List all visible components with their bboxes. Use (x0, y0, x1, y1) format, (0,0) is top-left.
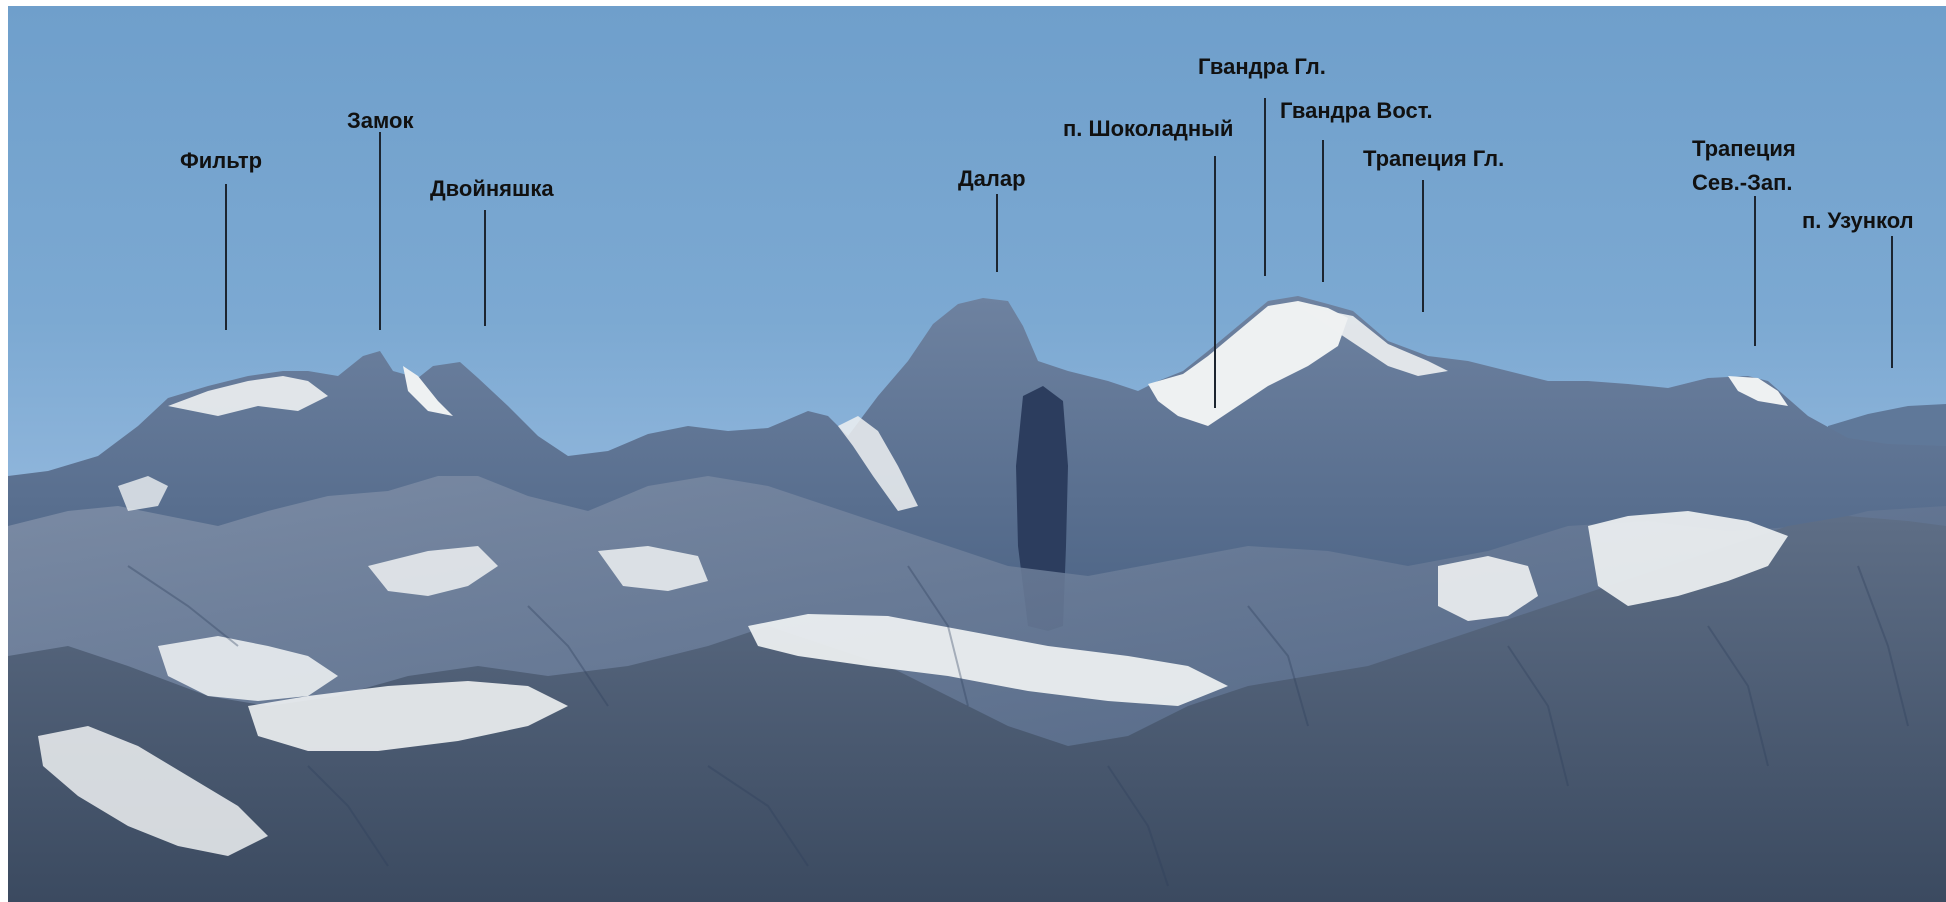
peak-label-trapetsiya-gl: Трапеция Гл. (1363, 146, 1505, 171)
peak-label-uzunkol: п. Узункол (1802, 208, 1914, 233)
rock-texture (127, 565, 1909, 887)
leader-gvandra-gl (1264, 98, 1266, 276)
photo-frame: Фильтр Замок Двойняшка Далар п. Шоколадн… (8, 6, 1946, 902)
peak-label-gvandra-gl: Гвандра Гл. (1198, 54, 1326, 79)
leader-shokoladny (1214, 156, 1216, 408)
foreground-ridge (8, 516, 1946, 902)
peak-label-dvoynyashka: Двойняшка (430, 176, 554, 201)
peak-label-trapetsiya-szap-line2: Сев.-Зап. (1692, 170, 1793, 195)
leader-filtr (225, 184, 227, 330)
leader-uzunkol (1891, 236, 1893, 368)
peak-label-gvandra-vost: Гвандра Вост. (1280, 98, 1433, 123)
peak-label-filtr: Фильтр (180, 148, 263, 173)
peak-label-trapetsiya-szap-line1: Трапеция (1692, 136, 1796, 161)
peak-label-zamok: Замок (347, 108, 414, 133)
leader-zamok (379, 132, 381, 330)
mountain-panorama (8, 296, 1946, 902)
leader-gvandra-vost (1322, 140, 1324, 282)
peak-label-shokoladny: п. Шоколадный (1063, 116, 1234, 141)
leader-dalar (996, 194, 998, 272)
leader-dvoynyashka (484, 210, 486, 326)
leader-trapetsiya-gl (1422, 180, 1424, 312)
leader-trapetsiya-szap (1754, 196, 1756, 346)
peak-label-dalar: Далар (958, 166, 1026, 191)
snow-fields (38, 301, 1788, 856)
